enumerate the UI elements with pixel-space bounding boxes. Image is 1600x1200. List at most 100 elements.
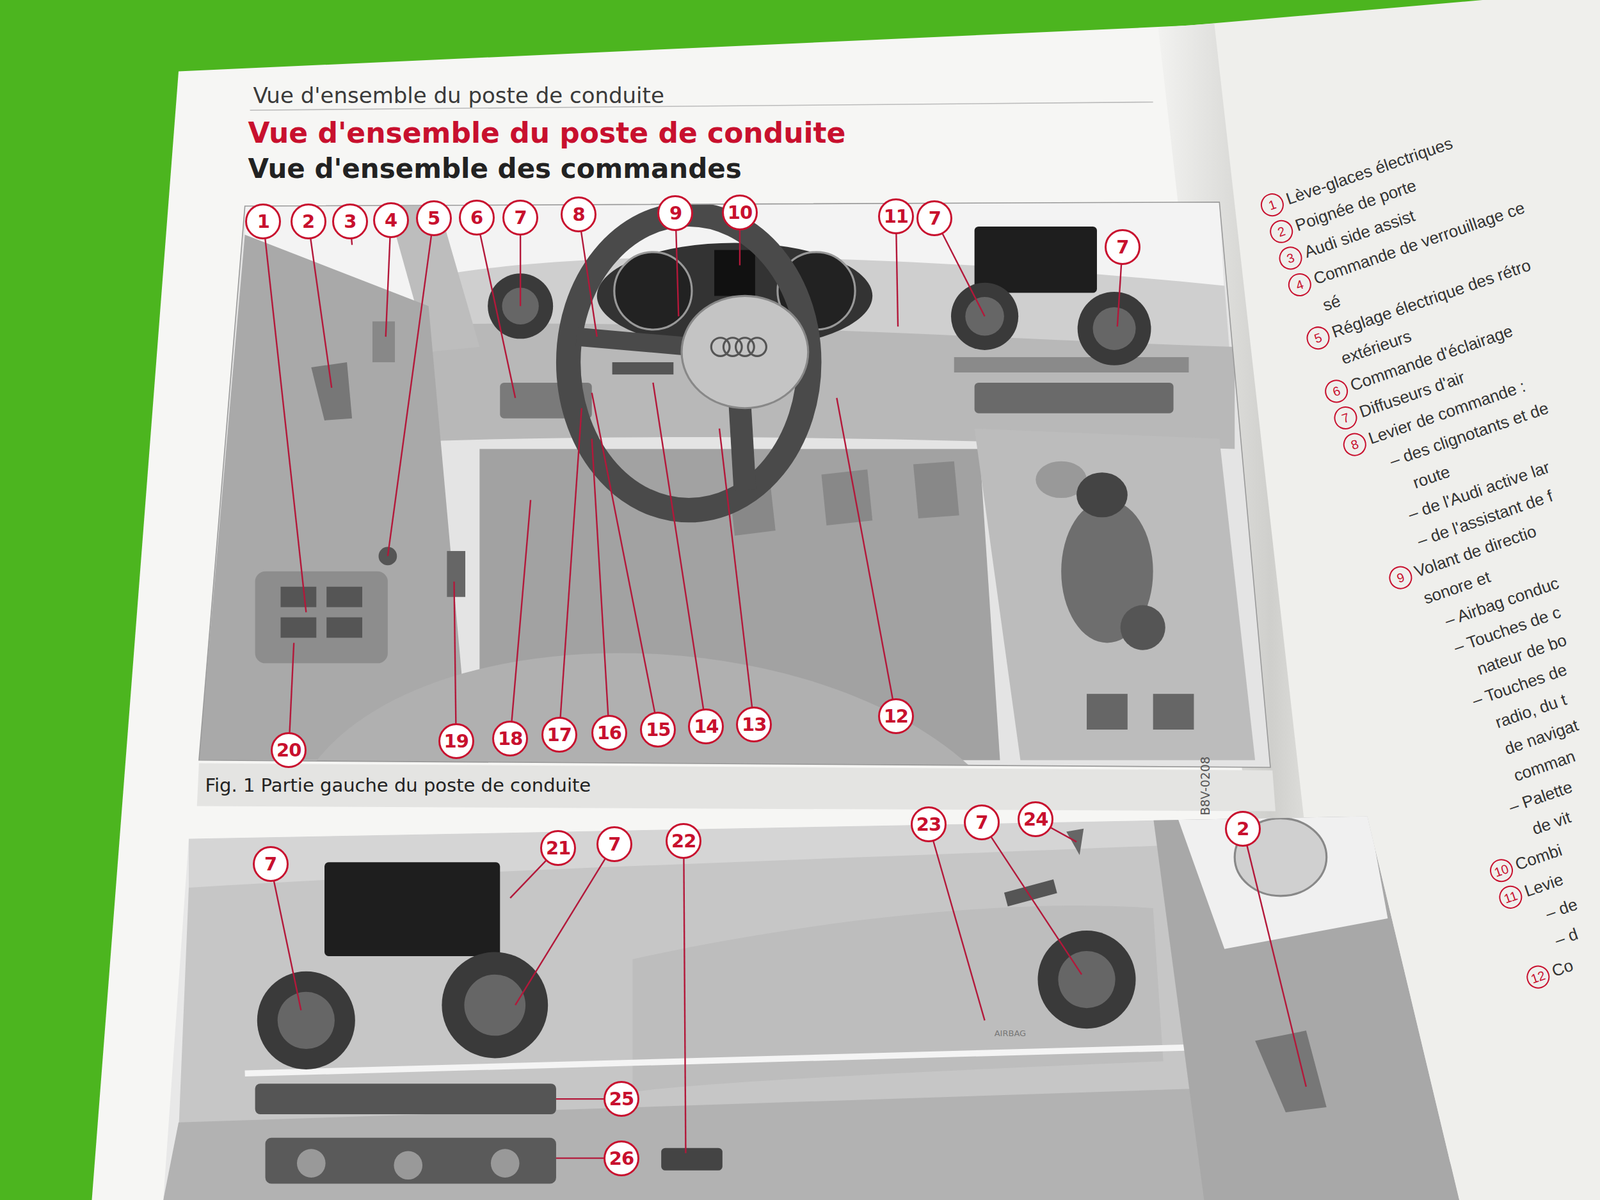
callout-number: 7 (963, 804, 1000, 841)
air-vent (1037, 930, 1136, 1029)
figure-caption: Fig. 1 Partie gauche du poste de conduit… (204, 774, 591, 797)
gear-knob (1076, 472, 1128, 518)
leader-line (578, 214, 598, 337)
leader-line (981, 822, 1082, 975)
fig-bg (183, 193, 1286, 776)
lock-switch (372, 321, 395, 363)
list-text: de vit (1528, 806, 1574, 840)
callout-number: 7 (1104, 229, 1141, 265)
console-button (1086, 693, 1128, 730)
callout-number: 5 (416, 200, 452, 237)
side-window (1173, 806, 1389, 950)
callout-number: 24 (1017, 801, 1054, 838)
climate-controls (974, 382, 1174, 414)
list-number: 12 (1523, 962, 1553, 992)
climate-knob (296, 1148, 326, 1178)
callout-number: 14 (688, 708, 724, 745)
door-panel (199, 234, 470, 761)
bonnet-release (446, 551, 466, 598)
list-number: 1 (1257, 190, 1288, 220)
list-number: 4 (1285, 270, 1315, 300)
climate-knob (490, 1148, 520, 1178)
air-vent (464, 974, 526, 1037)
glove-box-handle (661, 1148, 723, 1171)
driver-display (714, 250, 756, 297)
list-text: – d (1552, 922, 1581, 952)
steering-wheel (568, 214, 809, 511)
fig-bg (152, 806, 1480, 1200)
door-handle (311, 362, 352, 421)
window-switch (280, 617, 317, 639)
dial (614, 252, 692, 330)
leader-lines (263, 212, 1306, 1159)
armrest (255, 571, 388, 664)
list-text: route (1409, 460, 1453, 494)
leader-line (515, 844, 615, 1006)
mmi-screen (974, 226, 1097, 294)
wheel-spoke (739, 403, 745, 491)
wheel-spoke (576, 336, 694, 347)
list-number: 6 (1321, 376, 1352, 406)
callout-number: 4 (373, 202, 409, 239)
leader-line (454, 581, 457, 742)
leader-line (928, 824, 985, 1021)
air-vent (441, 952, 548, 1059)
callout-number: 25 (603, 1080, 640, 1117)
airbag-marking: AIRBAG (994, 1027, 1026, 1038)
list-number: 8 (1340, 430, 1370, 460)
callout-number: 17 (541, 716, 578, 753)
stalk (612, 362, 674, 375)
list-text: Co (1548, 954, 1577, 982)
pedal (913, 461, 960, 519)
caption-strip (197, 763, 1276, 812)
list-number: 3 (1276, 243, 1306, 273)
callout-number: 8 (560, 196, 597, 233)
climate-panel (265, 1137, 557, 1184)
hazard-strip (954, 357, 1190, 373)
air-vent (1093, 307, 1136, 351)
callout-number: 2 (1224, 810, 1261, 847)
door-handle (1255, 1030, 1327, 1113)
callout-number: 20 (270, 732, 307, 768)
mmi-knob (1120, 604, 1166, 650)
center-console (974, 428, 1256, 761)
callout-number: 23 (910, 806, 947, 843)
list-number: 5 (1303, 323, 1334, 353)
figure-code: B8V-0208 (1198, 756, 1213, 816)
pedal (821, 469, 873, 526)
audi-rings (748, 337, 767, 357)
list-number: 2 (1266, 216, 1296, 247)
callout-number: 1 (245, 203, 281, 240)
button-strip (255, 1083, 557, 1115)
callout-number: 19 (438, 723, 475, 760)
callout-number: 2 (290, 203, 327, 240)
figure-frame (199, 202, 1271, 768)
callout-number: 9 (657, 195, 694, 232)
air-vent (277, 992, 335, 1049)
callout-number: 18 (492, 720, 528, 757)
leader-line (387, 218, 434, 557)
air-vent (257, 971, 356, 1070)
list-text: sé (1319, 289, 1344, 317)
page-title: Vue d'ensemble du poste de conduite (247, 116, 846, 150)
leader-line (476, 217, 516, 399)
callout-number: 7 (916, 200, 953, 237)
left-page (91, 25, 1327, 1200)
window-switch (280, 586, 317, 608)
leader-line (308, 221, 333, 388)
leader-line (270, 864, 302, 1010)
figure-2-illustration (152, 806, 1480, 1200)
callout-number: 26 (603, 1140, 640, 1177)
running-head: Vue d'ensemble du poste de conduite (252, 82, 664, 109)
leader-line (263, 221, 306, 613)
callout-number: 10 (721, 194, 758, 231)
window-switch (326, 586, 363, 608)
window-switch (326, 617, 363, 639)
callout-number: 21 (540, 830, 576, 866)
callout-number: 13 (736, 706, 772, 743)
callout-number: 16 (591, 714, 628, 751)
console-button (1153, 693, 1195, 730)
callout-number: 7 (596, 826, 633, 863)
climate-knob (393, 1150, 423, 1180)
leader-line (652, 382, 706, 727)
